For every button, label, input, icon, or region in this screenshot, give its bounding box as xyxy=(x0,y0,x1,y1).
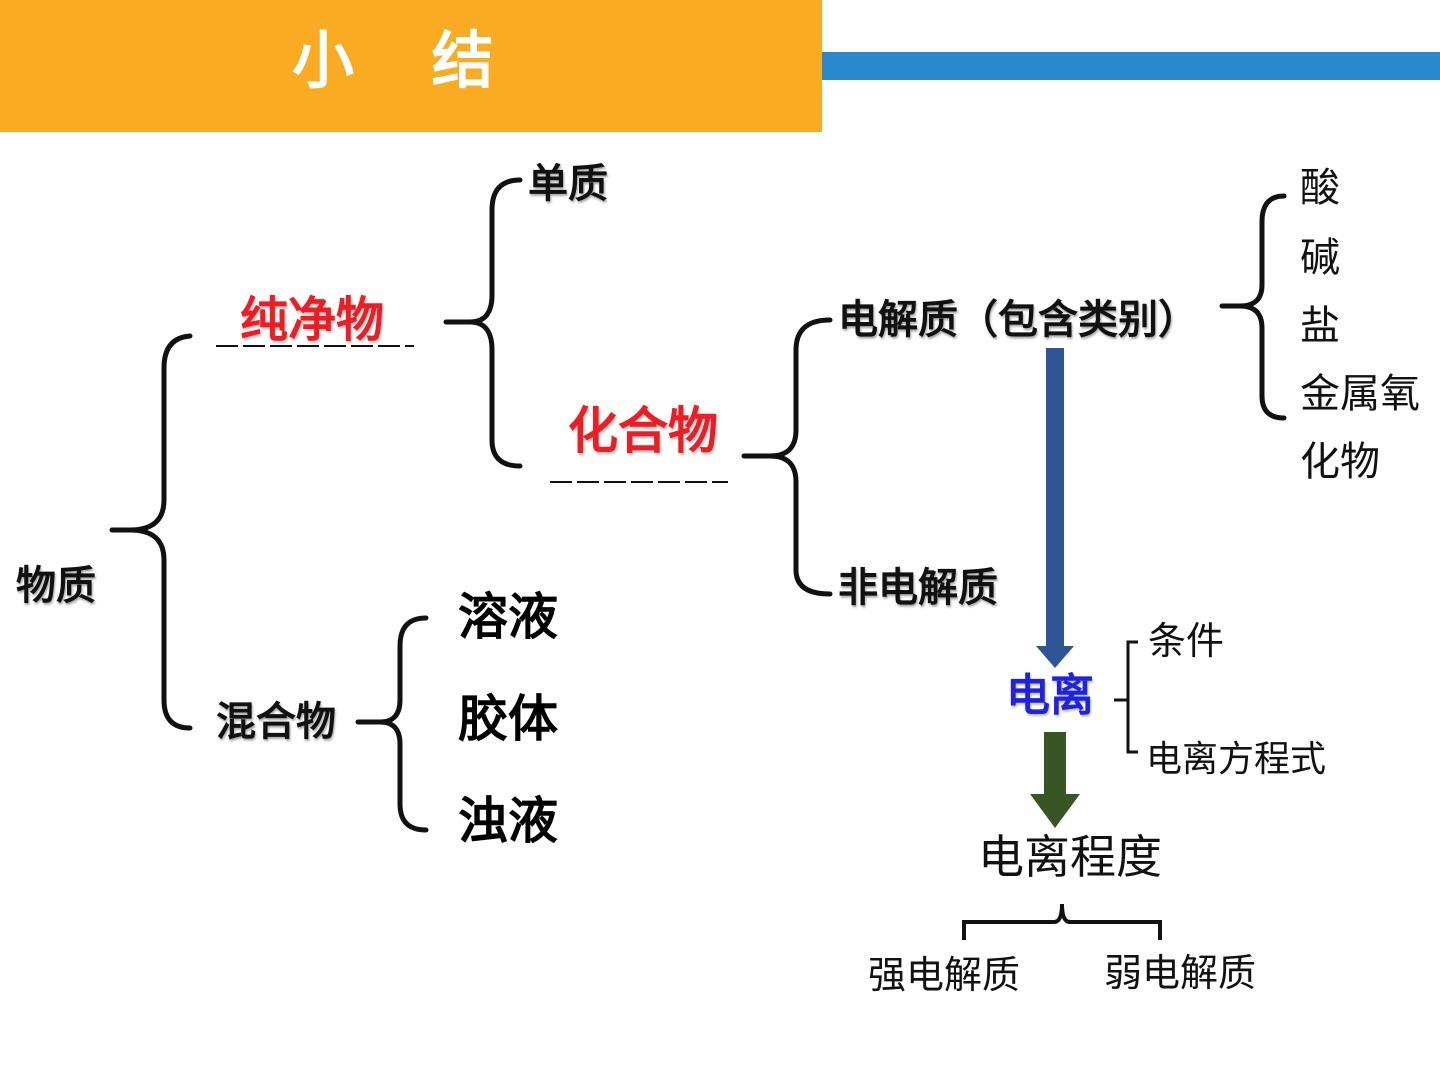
node-electrolyte: 电解质（包含类别） xyxy=(838,297,1198,343)
ionization-equation: 电离方程式 xyxy=(1146,739,1327,780)
ionization-condition: 条件 xyxy=(1148,619,1225,663)
arrow-to-degree xyxy=(1030,732,1080,828)
node-pure: 纯净物 xyxy=(240,292,385,348)
brace-categories xyxy=(1239,193,1287,421)
brace-root xyxy=(129,333,193,731)
category-metal-oxide-line1: 金属氧 xyxy=(1300,371,1420,417)
category-base: 碱 xyxy=(1300,235,1340,281)
slide-title: 小 结 xyxy=(292,24,522,97)
brace-pure xyxy=(469,177,523,469)
brace-compound xyxy=(769,317,833,597)
category-acid: 酸 xyxy=(1300,165,1340,211)
node-element: 单质 xyxy=(528,161,608,207)
node-non-electrolyte: 非电解质 xyxy=(838,565,998,611)
node-ionization: 电离 xyxy=(1006,670,1094,721)
brace-ionization xyxy=(1126,640,1138,754)
mixture-colloid: 胶体 xyxy=(458,690,558,748)
title-rule xyxy=(822,52,1440,80)
category-salt: 盐 xyxy=(1300,303,1340,349)
title-banner xyxy=(0,0,822,132)
arrow-to-ionization xyxy=(1036,348,1074,668)
brace-mixture xyxy=(379,615,429,833)
node-root: 物质 xyxy=(16,563,96,609)
node-mixture: 混合物 xyxy=(216,699,336,745)
category-metal-oxide-line2: 化物 xyxy=(1300,439,1380,485)
strong-electrolyte: 强电解质 xyxy=(868,953,1021,997)
node-ionization-degree: 电离程度 xyxy=(978,830,1162,884)
node-compound: 化合物 xyxy=(568,402,718,460)
weak-electrolyte: 弱电解质 xyxy=(1104,951,1257,995)
mixture-suspension: 浊液 xyxy=(458,792,558,850)
mixture-solution: 溶液 xyxy=(458,588,558,646)
brace-degree xyxy=(962,903,1162,940)
